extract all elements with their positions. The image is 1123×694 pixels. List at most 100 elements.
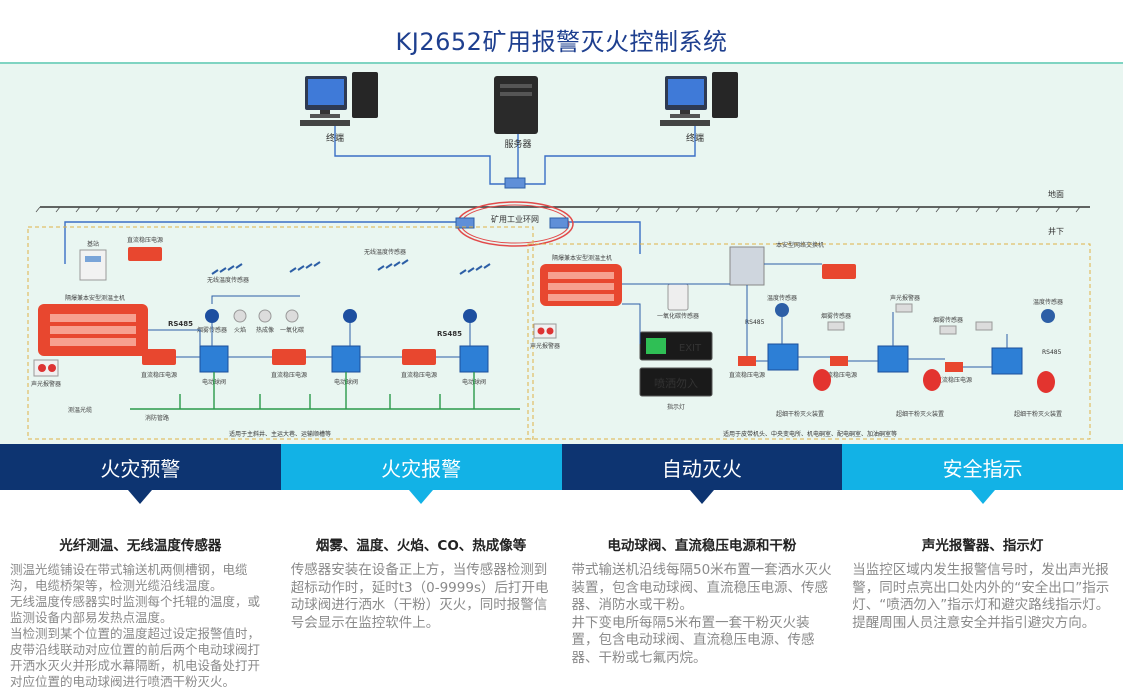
- system-diagram: 终端 服务器 终端 地面 井下: [0, 62, 1123, 444]
- tab-auto-extinguish-label: 自动灭火: [661, 456, 742, 481]
- feature-tabs: 火灾预警 火灾报警 自动灭火 安全指示: [0, 444, 1123, 504]
- tab-fire-alarm[interactable]: 火灾报警: [280, 444, 562, 504]
- left-control-units: 直流稳压电源 电动球阀 直流稳压电源 电动球阀 直流稳压电源 电动球阀 RS48…: [141, 330, 489, 386]
- right-control-units: 直流稳压电源 直流稳压电源 直流稳压电源 RS485 RS485: [729, 319, 1062, 384]
- tab-auto-extinguish[interactable]: 自动灭火: [561, 444, 843, 504]
- terminal-right-label: 终端: [686, 132, 704, 144]
- column-4-para-1: 当监控区域内发生报警信号时，发出声光报警，同时点亮出口处内外的“安全出口”指示灯…: [852, 562, 1110, 631]
- left-rs485-2: RS485: [437, 330, 462, 338]
- right-co-sensor[interactable]: 一氧化碳传感器: [657, 283, 699, 320]
- wireless-sensor-1-label: 无线温度传感器: [207, 276, 249, 284]
- terminal-left-label: 终端: [326, 132, 344, 144]
- heat-image-label: 热成像: [256, 326, 274, 334]
- tab-fire-alarm-label: 火灾报警: [381, 456, 462, 481]
- indicator-label: 指示灯: [667, 403, 685, 411]
- tab-fire-warning[interactable]: 火灾预警: [0, 444, 281, 504]
- column-1-para-1: 测温光缆铺设在带式输送机两侧槽钢，电缆沟，电缆桥架等，检测光缆沿线温度。: [10, 562, 248, 593]
- column-1-para-3: 当检测到某个位置的温度超过设定报警值时，皮带沿线联动对应位置的前后两个电动球阀打…: [10, 626, 261, 689]
- column-3-heading: 电动球阀、直流稳压电源和干粉: [607, 538, 797, 554]
- extinguisher-1-label: 超细干粉灭火装置: [776, 410, 824, 418]
- right-switch[interactable]: 本安型网络交换机: [729, 241, 824, 286]
- underground-label: 井下: [1048, 226, 1064, 236]
- left-audible-alarm[interactable]: 声光报警器: [31, 359, 61, 388]
- column-4-heading: 声光报警器、指示灯: [921, 538, 1044, 554]
- right-power-3-label: 直流稳压电源: [936, 376, 972, 384]
- left-power-1-label: 直流稳压电源: [141, 371, 177, 379]
- left-fire-pipe: [130, 372, 520, 410]
- exit-sign[interactable]: EXIT: [639, 331, 713, 361]
- right-host-label: 隔爆兼本安型测温主机: [552, 254, 612, 262]
- left-rs485: RS485: [168, 320, 193, 328]
- right-rs485-2: RS485: [1042, 349, 1062, 356]
- column-fire-warning: 光纤测温、无线温度传感器 测温光缆铺设在带式输送机两侧槽钢，电缆沟，电缆桥架等，…: [0, 534, 281, 690]
- wireless-sensor-2-label: 无线温度传感器: [364, 248, 406, 256]
- extinguishers: 超细干粉灭火装置 超细干粉灭火装置 超细干粉灭火装置: [776, 369, 1062, 418]
- right-wiring: [622, 263, 1008, 368]
- switch-label: 本安型网络交换机: [776, 241, 824, 249]
- server-label: 服务器: [504, 138, 531, 150]
- base-station-label: 基站: [87, 240, 99, 248]
- left-zone-footer: 适用于主斜井、主运大巷、运输顺槽等: [229, 430, 331, 438]
- right-alarm-top-label: 声光报警器: [890, 294, 920, 302]
- right-audible-alarm[interactable]: 声光报警器: [530, 323, 560, 350]
- tab-safety-indication-label: 安全指示: [942, 456, 1023, 481]
- right-power-1-label: 直流稳压电源: [729, 371, 765, 379]
- column-3-para-1: 带式输送机沿线每隔50米布置一套洒水灭火装置，包含电动球阀、直流稳压电源、传感器…: [571, 562, 832, 613]
- spray-sign-text: 喷洒勿入: [654, 377, 698, 390]
- right-host[interactable]: 隔爆兼本安型测温主机: [540, 254, 622, 306]
- ground-label: 地面: [1048, 189, 1064, 199]
- right-alarm-label: 声光报警器: [530, 342, 560, 350]
- column-1-para-2: 无线温度传感器实时监测每个托辊的温度，或监测设备内部易发热点温度。: [10, 594, 261, 625]
- diagram-canvas: 终端 服务器 终端 地面 井下: [27, 72, 1091, 440]
- right-power-top[interactable]: [822, 264, 856, 279]
- left-zone-frame: [27, 226, 534, 440]
- right-rs485-1: RS485: [745, 319, 765, 326]
- smoke-1-label: 烟雾传感器: [821, 312, 851, 320]
- column-auto-extinguish: 电动球阀、直流稳压电源和干粉 带式输送机沿线每隔50米布置一套洒水灭火装置，包含…: [562, 534, 843, 690]
- column-2-para-1: 传感器安装在设备正上方，当传感器检测到超标动作时，延时t3（0-9999s）后打…: [290, 562, 549, 631]
- left-power-top[interactable]: 直流稳压电源: [127, 236, 163, 261]
- right-power-2-label: 直流稳压电源: [821, 371, 857, 379]
- ring-network: 矿用工业环网: [455, 177, 574, 247]
- right-sensors: 温度传感器 温度传感器 烟雾传感器 烟雾传感器 声光报警器: [767, 294, 1063, 335]
- column-safety-indication: 声光报警器、指示灯 当监控区域内发生报警信号时，发出声光报警，同时点亮出口处内外…: [842, 534, 1123, 690]
- left-base-station[interactable]: 基站: [79, 240, 107, 281]
- fiber-label: 测温光缆: [68, 406, 92, 414]
- column-3-para-2: 井下变电所每隔5米布置一套干粉灭火装置，包含电动球阀、直流稳压电源、传感器、干粉…: [571, 614, 815, 666]
- tab-fire-warning-label: 火灾预警: [100, 456, 181, 481]
- column-2-heading: 烟雾、温度、火焰、CO、热成像等: [315, 538, 527, 554]
- left-host[interactable]: 隔爆兼本安型测温主机: [38, 294, 148, 356]
- ring-label: 矿用工业环网: [491, 214, 539, 224]
- co-label: 一氧化碳: [280, 326, 304, 334]
- exit-sign-text: EXIT: [679, 343, 702, 354]
- temp-sensor-2-label: 温度传感器: [1033, 298, 1063, 306]
- left-alarm-label: 声光报警器: [31, 380, 61, 388]
- spray-sign[interactable]: 喷洒勿入: [639, 367, 713, 397]
- column-1-heading: 光纤测温、无线温度传感器: [59, 538, 222, 554]
- column-fire-alarm: 烟雾、温度、火焰、CO、热成像等 传感器安装在设备正上方，当传感器检测到超标动作…: [281, 534, 562, 690]
- left-sensor-row: 烟雾传感器 火焰 热成像 一氧化碳: [197, 309, 477, 334]
- network-lines: [64, 124, 696, 264]
- feature-columns: 光纤测温、无线温度传感器 测温光缆铺设在带式输送机两侧槽钢，电缆沟，电缆桥架等，…: [0, 534, 1123, 690]
- extinguisher-2-label: 超细干粉灭火装置: [896, 410, 944, 418]
- left-power-3-label: 直流稳压电源: [401, 371, 437, 379]
- server[interactable]: 服务器: [494, 76, 538, 150]
- power-top-label: 直流稳压电源: [127, 236, 163, 244]
- right-zone-footer: 适用于皮带机头、中央变电所、机电硐室、配电硐室、加油硐室等: [723, 430, 897, 438]
- temp-sensor-1-label: 温度传感器: [767, 294, 797, 302]
- flame-label: 火焰: [234, 326, 246, 334]
- wireless-sensor-group-2[interactable]: 无线温度传感器: [289, 248, 491, 275]
- wireless-sensor-group-1[interactable]: 无线温度传感器: [207, 263, 249, 284]
- left-wiring: [148, 295, 471, 358]
- terminal-right[interactable]: 终端: [660, 72, 738, 144]
- extinguisher-3-label: 超细干粉灭火装置: [1014, 410, 1062, 418]
- smoke-2-label: 烟雾传感器: [933, 316, 963, 324]
- tab-safety-indication[interactable]: 安全指示: [842, 444, 1123, 504]
- left-power-2-label: 直流稳压电源: [271, 371, 307, 379]
- right-zone-frame: [527, 243, 1091, 440]
- left-host-label: 隔爆兼本安型测温主机: [65, 294, 125, 302]
- co-sensor-label: 一氧化碳传感器: [657, 312, 699, 320]
- terminal-left[interactable]: 终端: [300, 72, 378, 144]
- fire-pipe-label: 消防管路: [145, 414, 169, 422]
- ground-hatch: [35, 206, 1081, 213]
